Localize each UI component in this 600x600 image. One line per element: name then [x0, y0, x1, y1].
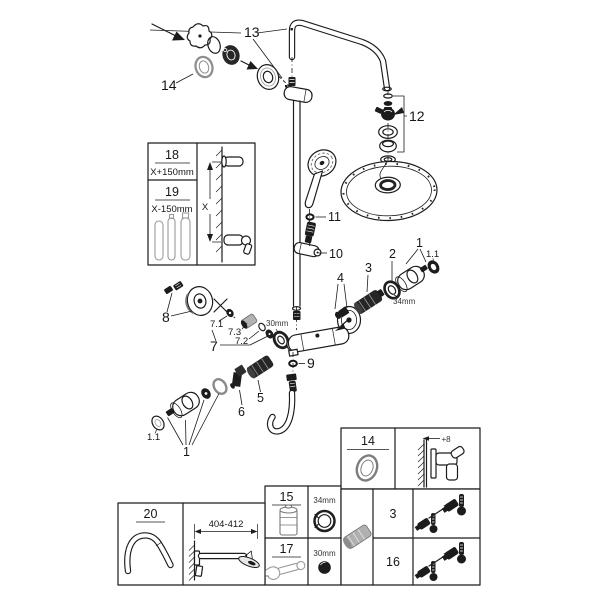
outlet-and-hose: 9	[266, 352, 315, 435]
cartridge-15-drawing	[279, 504, 298, 536]
temp-handle	[395, 265, 425, 293]
callout-18: 18	[165, 148, 179, 162]
slide-holder: 10	[293, 241, 343, 261]
callout-4: 4	[337, 271, 344, 285]
wall-inlet-union: 8	[162, 281, 236, 325]
callout-1-1-left: 1.1	[147, 432, 160, 443]
ring-nut-34-drawing	[313, 509, 336, 533]
temp-adjust-chain: 4 3 2 34mm	[334, 236, 440, 331]
rain-shower-head	[340, 160, 438, 222]
inlet-filter	[334, 306, 350, 319]
callout-7: 7	[210, 338, 218, 354]
table-dim-34mm: 34mm	[313, 496, 336, 505]
callout-1-1-right: 1.1	[426, 249, 439, 260]
joint-arrow-icon	[393, 107, 404, 115]
dim-x-plus-150: X+150mm	[150, 167, 194, 178]
shower-arm-box: 20 404-412	[117, 502, 266, 586]
dim-30mm: 30mm	[266, 319, 289, 328]
rail-tubes-drawing	[154, 212, 191, 261]
table-callout-3: 3	[390, 507, 397, 521]
shower-arm-pipe	[285, 19, 392, 92]
table-dim-404-412: 404-412	[209, 519, 244, 530]
head-shower-assembly: 12	[340, 90, 438, 222]
shutoff-cartridge	[246, 355, 274, 379]
wall-flange	[185, 286, 214, 316]
callout-7-3: 7.3	[228, 327, 241, 338]
backplate	[186, 23, 213, 49]
seal-ring-14	[194, 55, 214, 79]
callout-8: 8	[162, 309, 170, 325]
union-screws	[164, 281, 184, 295]
callout-19: 19	[165, 185, 179, 199]
check-valve-chain: 30mm 7.1 7.3 7.2 7	[210, 308, 299, 354]
callout-7-2: 7.2	[235, 336, 248, 347]
ball-joint	[374, 106, 404, 121]
callout-7-1: 7.1	[210, 319, 223, 330]
callout-6: 6	[238, 405, 245, 419]
callout-11: 11	[328, 210, 341, 224]
table-callout-16: 16	[386, 555, 400, 569]
shutoff-handle	[170, 391, 200, 419]
callout-14: 14	[161, 77, 177, 93]
callout-12: 12	[409, 108, 425, 124]
table-callout-17: 17	[280, 542, 294, 556]
dim-x-label: X	[202, 202, 209, 213]
calibration-box: 3 16	[340, 488, 481, 586]
o-ring	[207, 36, 221, 54]
callout-5: 5	[257, 391, 264, 405]
callout-9: 9	[307, 355, 315, 371]
offset-arrow-icon	[422, 436, 429, 441]
callout-3: 3	[365, 261, 372, 275]
calibration-icon	[414, 494, 466, 533]
height-options-inset: 18 X+150mm 19 X-150mm X	[147, 142, 256, 266]
spare-cartridge-drawing	[343, 524, 372, 549]
aquadimmer	[230, 364, 247, 389]
callout-2: 2	[389, 247, 396, 261]
callout-13: 13	[244, 24, 260, 40]
shower-rail	[283, 86, 313, 330]
dim-34mm: 34mm	[393, 297, 416, 306]
table-callout-20: 20	[144, 507, 158, 521]
shower-head-profile	[238, 550, 260, 569]
handle-cap	[427, 260, 440, 274]
thermo-cartridge	[354, 289, 385, 314]
offset-label: +8	[442, 435, 452, 444]
table-callout-14: 14	[361, 434, 375, 448]
cartridge-tools-box: 15 34mm 17 30mm	[263, 485, 342, 586]
union-core	[222, 45, 240, 65]
callout-1-right: 1	[416, 236, 423, 250]
hose-adapter	[304, 221, 316, 244]
mount-arrow-icon	[240, 60, 258, 70]
escutcheon	[256, 64, 280, 90]
wall-section-drawing: X	[202, 146, 253, 263]
screw-arrow-icon	[151, 23, 185, 41]
nut-30-drawing	[318, 561, 331, 574]
hand-shower: 11	[304, 149, 341, 246]
callout-1-left: 1	[183, 445, 190, 459]
nut-30mm	[272, 330, 290, 350]
fit-arrow-icon	[335, 323, 346, 331]
service-tables: 14 +8 15	[117, 427, 481, 586]
handle-chain-left: 6 5 1.1 1	[147, 355, 274, 459]
dim-x-minus-150: X-150mm	[151, 204, 192, 215]
table-dim-30mm: 30mm	[313, 549, 336, 558]
wall-union-exploded: 13 14	[149, 23, 290, 93]
wrench-icon	[263, 560, 306, 580]
seal-kit-box: 14 +8	[340, 427, 481, 490]
table-callout-15: 15	[280, 490, 294, 504]
callout-10: 10	[329, 247, 343, 261]
calibration-icon	[414, 542, 466, 581]
